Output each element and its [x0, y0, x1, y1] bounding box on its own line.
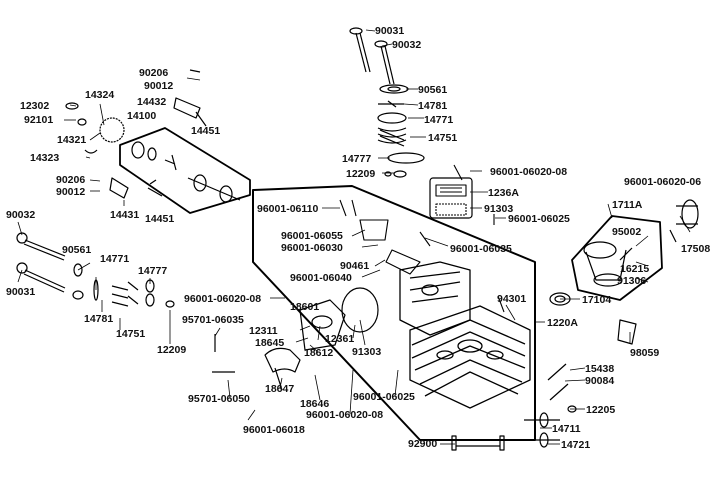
part-label: 12209 [346, 168, 376, 180]
part-label: 12361 [325, 333, 355, 345]
part-label: 17508 [681, 243, 711, 255]
part-label: 14777 [138, 265, 168, 277]
part-label: 98059 [630, 347, 660, 359]
part-label: 96001-06018 [243, 424, 305, 436]
part-label: 12205 [586, 404, 616, 416]
part-label: 14321 [57, 134, 87, 146]
part-label: 96001-06020-08 [306, 409, 384, 421]
part-label: 14431 [110, 209, 140, 221]
part-label: 90206 [139, 67, 169, 79]
part-label: 96001-06020-08 [184, 293, 262, 305]
part-label: 18645 [255, 337, 285, 349]
part-label: 14721 [561, 439, 591, 451]
part-label: 12311 [249, 325, 278, 337]
part-label: 14451 [145, 213, 175, 225]
part-label: 16215 [620, 263, 650, 275]
part-label: 17104 [582, 294, 612, 306]
part-label: 94301 [497, 293, 527, 305]
camshaft-group-outline [119, 127, 251, 214]
part-label: 14323 [30, 152, 60, 164]
part-label: 14781 [418, 100, 448, 112]
part-label: 90206 [56, 174, 86, 186]
part-label: 90461 [340, 260, 370, 272]
part-label: 90012 [144, 80, 174, 92]
part-label: 90084 [585, 375, 615, 387]
part-label: 95002 [612, 226, 642, 238]
part-label: 14781 [84, 313, 114, 325]
part-label: 14324 [85, 89, 115, 101]
part-label: 91303 [484, 203, 514, 215]
part-label: 95701-06050 [188, 393, 250, 405]
intake-group-outline [571, 215, 663, 301]
group-label: 14100 [127, 110, 157, 122]
part-label: 90032 [6, 209, 36, 221]
part-label: 18612 [304, 347, 334, 359]
part-label: 18646 [300, 398, 330, 410]
part-label: 90031 [375, 25, 405, 37]
part-label: 14711 [552, 423, 581, 435]
part-label: 96001-06020-08 [490, 166, 568, 178]
part-label: 12302 [20, 100, 50, 112]
part-label: 14751 [116, 328, 146, 340]
part-label: 15438 [585, 363, 615, 375]
part-label: 96001-06030 [281, 242, 343, 254]
group-label: 1236A [488, 187, 519, 199]
part-label: 90012 [56, 186, 86, 198]
part-label: 96001-06040 [290, 272, 352, 284]
part-label: 14451 [191, 125, 221, 137]
part-label: 14771 [424, 114, 454, 126]
part-label: 92101 [24, 114, 54, 126]
part-label: 90032 [392, 39, 422, 51]
part-label: 14751 [428, 132, 458, 144]
part-label: 96001-06035 [450, 243, 512, 255]
part-label: 91306 [617, 275, 647, 287]
part-label: 91303 [352, 346, 382, 358]
group-label: 1711A [612, 199, 643, 211]
group-label: 1220A [547, 317, 578, 329]
part-label: 96001-06055 [281, 230, 343, 242]
part-label: 92900 [408, 438, 438, 450]
part-label: 12209 [157, 344, 187, 356]
part-label: 96001-06025 [508, 213, 570, 225]
part-label: 14777 [342, 153, 372, 165]
part-label: 18647 [265, 383, 295, 395]
part-label: 14771 [100, 253, 130, 265]
part-label: 90561 [62, 244, 92, 256]
part-label: 14432 [137, 96, 167, 108]
part-label: 18601 [290, 301, 320, 313]
part-label: 90031 [6, 286, 36, 298]
breather-group-outline [429, 177, 473, 219]
part-label: 96001-06025 [353, 391, 415, 403]
part-label: 96001-06110 [257, 203, 319, 215]
part-label: 96001-06020-06 [624, 176, 702, 188]
part-label: 95701-06035 [182, 314, 244, 326]
part-label: 90561 [418, 84, 448, 96]
